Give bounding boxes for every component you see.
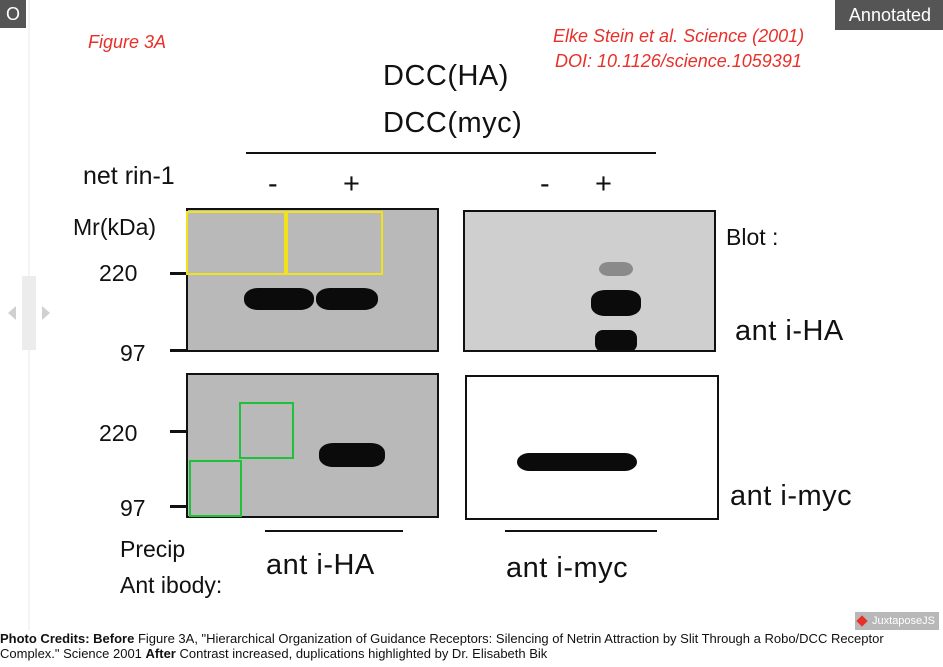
mw-tick-97-bottom (170, 505, 186, 508)
juxtapose-badge[interactable]: JuxtaposeJS (855, 612, 939, 630)
blot-anti-ha-label: ant i-HA (735, 315, 844, 347)
figure-label: Figure 3A (88, 32, 167, 52)
slider-left-arrow-icon[interactable] (8, 306, 16, 320)
blot-anti-myc-label: ant i-myc (730, 480, 853, 512)
caption-after-label: After (145, 646, 176, 661)
lane-plus-1: + (343, 168, 361, 200)
netrin-label: net rin-1 (83, 162, 175, 190)
duplication-box-green-2 (189, 460, 242, 517)
citation-line1: Elke Stein et al. Science (2001) (553, 26, 805, 46)
construct1-label: DCC(HA) (383, 60, 509, 92)
juxtapose-logo-icon (856, 615, 868, 627)
caption-after-text: Contrast increased, duplications highlig… (175, 646, 548, 661)
lane-minus-1: - (268, 168, 279, 200)
juxtapose-badge-label: JuxtaposeJS (872, 615, 935, 627)
slider-handle[interactable] (22, 276, 36, 350)
band-myc-plus-smear (599, 262, 633, 276)
blot-panel-bottom-left (186, 373, 439, 518)
precip-anti-ha-label: ant i-HA (266, 549, 375, 581)
mw-tick-97-top (170, 349, 186, 352)
precip-underline-myc (505, 530, 657, 532)
construct2-label: DCC(myc) (383, 107, 523, 139)
blot-panel-bottom-right (465, 375, 719, 520)
band-myc-ip-ha (319, 443, 385, 467)
duplication-box-green-1 (239, 402, 294, 459)
mr-label: Mr(kDa) (73, 214, 157, 240)
precip-underline-ha (265, 530, 403, 532)
duplication-box-yellow-2 (286, 211, 383, 275)
duplication-box-yellow-1 (186, 211, 286, 275)
band-myc-plus-lower (595, 330, 637, 350)
before-label: O (0, 0, 26, 28)
blot-panel-top-left (186, 208, 439, 352)
construct-underline (246, 152, 656, 154)
band-myc-plus-main (591, 290, 641, 316)
blot-label: Blot : (726, 224, 779, 250)
slider-right-arrow-icon[interactable] (42, 306, 50, 320)
citation-line2: DOI: 10.1126/science.1059391 (555, 51, 802, 71)
blot-panel-top-right (463, 210, 716, 352)
precip-label: Precip (120, 536, 186, 562)
mw-220-top: 220 (99, 260, 138, 286)
band-ha-minus (244, 288, 314, 310)
mw-tick-220-top (170, 272, 186, 275)
after-label: Annotated (834, 0, 943, 30)
band-myc-ip-myc (517, 453, 637, 471)
lane-minus-2: - (540, 168, 551, 200)
precip-anti-myc-label: ant i-myc (506, 552, 629, 584)
mw-97-top: 97 (120, 340, 146, 366)
image-comparison-viewer[interactable]: O Annotated Figure 3A Elke Stein et al. … (0, 0, 943, 630)
photo-credits-caption: Photo Credits: Before Figure 3A, "Hierar… (0, 631, 943, 661)
caption-before-label: Photo Credits: Before (0, 631, 135, 646)
band-ha-plus (316, 288, 378, 310)
mw-220-bottom: 220 (99, 420, 138, 446)
lane-plus-2: + (595, 168, 613, 200)
mw-97-bottom: 97 (120, 495, 146, 521)
mw-tick-220-bottom (170, 430, 186, 433)
caption-before-text: Figure 3A, "Hierarchical Organization of… (0, 631, 884, 661)
antibody-label: Ant ibody: (120, 572, 223, 598)
